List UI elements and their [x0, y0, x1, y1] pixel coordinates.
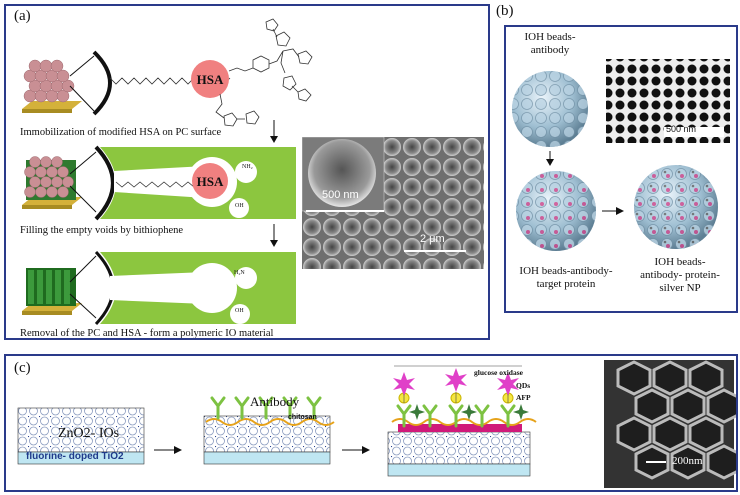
sem-scale-label-c: 200nm [672, 455, 703, 467]
polymer-io-structure [22, 268, 82, 315]
ioh-bead-antibody [512, 71, 588, 147]
arrow-down-b [546, 151, 554, 166]
sem-image-panel-a: 500 nm 2 μm [302, 137, 484, 269]
void-bulb-b-row3 [230, 304, 250, 324]
layer-label-tio2: fluorine- doped TiO2 [26, 451, 124, 462]
nh2-label-row2: NH₂ [242, 164, 253, 170]
zoom-lens-row1 [69, 50, 112, 116]
bithiophene-structure [215, 18, 313, 127]
sem-texture-panel-a [302, 137, 484, 269]
panel-b-diagram [512, 59, 730, 251]
void-hsa-row3 [187, 263, 237, 313]
afp-stars [409, 404, 529, 420]
panel-c-label: (c) [14, 360, 31, 376]
antibodies-stack-3 [396, 404, 516, 428]
oh-label-row3: OH [235, 308, 244, 314]
void-bulb-a-row2 [235, 161, 257, 183]
panel-b: (b) IOH beads- antibody [496, 3, 738, 313]
layer-label-zno2: ZnO2- IOs [58, 426, 120, 441]
layer-stack-2 [203, 415, 335, 465]
layer-stack-3 [387, 418, 537, 477]
panel-c: (c) [4, 354, 738, 492]
hsa-protein-row1 [191, 60, 229, 98]
hsa-protein-row2 [192, 163, 228, 199]
void-bulb-b-row2 [229, 198, 249, 218]
panel-a-diagram: HSA Immobilization of modified HSA on PC… [20, 18, 313, 338]
arrow-right-b [602, 207, 624, 215]
step3-caption: Removal of the PC and HSA - form a polym… [20, 328, 273, 338]
panel-b-label: (b) [496, 3, 514, 19]
antibodies-stack-2 [210, 396, 322, 420]
tether-lines [394, 365, 522, 403]
step1-caption: Immobilization of modified HSA on PC sur… [20, 127, 222, 138]
bead2-caption: IOH beads-antibody- target protein [519, 265, 613, 290]
step2-caption: Filling the empty voids by bithiophene [20, 225, 183, 236]
chitosan-label: chitosan [288, 414, 317, 421]
panel-a-label: (a) [14, 8, 31, 24]
sem-scale-label-500nm: 500 nm [322, 189, 359, 201]
void-bulb-a-row3 [235, 267, 257, 289]
bead1-caption: IOH beads- antibody [524, 31, 576, 56]
layer-stack-1 [17, 407, 145, 465]
oh-label-row2: OH [235, 203, 244, 209]
hsa-label-row1: HSA [197, 72, 224, 87]
ioh-bead-silver-np [634, 165, 718, 249]
sem-scale-label-2um: 2 μm [420, 233, 445, 245]
glucose-oxidase-bursts [393, 368, 519, 396]
void-channel-row3 [110, 272, 206, 304]
pc-spheres-row1 [22, 59, 82, 113]
hsa-label-row2: HSA [197, 174, 224, 189]
antibody-label: Antibody [250, 394, 300, 409]
panel-c-diagram [17, 360, 736, 488]
arrow-right-c2 [342, 446, 370, 454]
sem-scale-label-b: 500 nm [666, 124, 697, 134]
legend-afp: AFP [516, 393, 531, 402]
ioh-bead-target-protein [516, 171, 596, 251]
legend-qds: QDs [516, 381, 531, 390]
sem-scale-bar-b [664, 127, 724, 137]
pc-spheres-row2 [22, 156, 82, 209]
arrow-down-1 [270, 120, 278, 143]
h2n-label-row3: H₂N [234, 270, 245, 276]
arrow-right-c1 [154, 446, 182, 454]
honeycomb-pattern [616, 360, 736, 480]
linker-chain-row2 [115, 181, 201, 188]
zoom-lens-row2 [69, 145, 116, 221]
legend-glucose-oxidase: glucose oxidase [474, 368, 523, 377]
panel-a: (a) HSA [4, 4, 490, 340]
bead3-caption: IOH beads- antibody- protein- silver NP [640, 256, 720, 294]
arrow-down-2 [270, 224, 278, 247]
void-channel-row2 [114, 166, 206, 198]
